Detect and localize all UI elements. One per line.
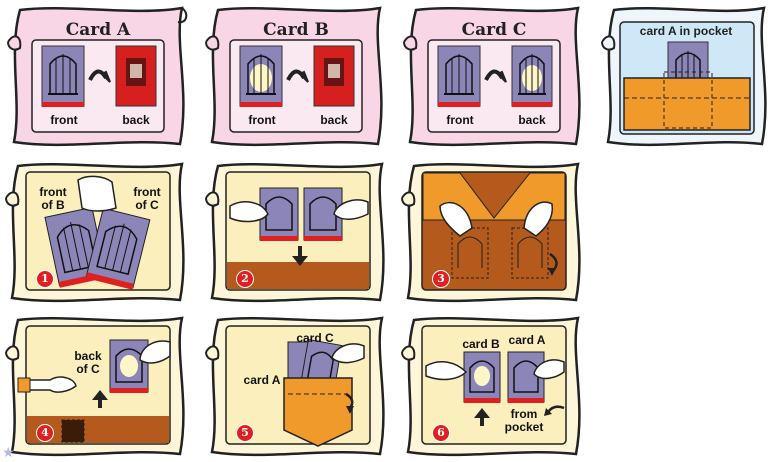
step-number-badge: 5 <box>236 424 254 442</box>
front-label: front <box>244 114 280 127</box>
card-back-blurred <box>204 2 388 150</box>
back-label: back <box>316 114 352 127</box>
arrow-up-icon <box>4 312 190 460</box>
step-number-badge: 4 <box>36 424 54 442</box>
back-label: back <box>514 114 550 127</box>
from-pocket-label: from pocket <box>504 408 544 434</box>
hands-with-cards-in-pocket <box>400 158 586 306</box>
card-a-label: card A <box>504 334 550 347</box>
step-number-badge: 3 <box>432 270 450 288</box>
overlapping-cards-with-hand <box>4 158 190 306</box>
card-a-label: card A <box>242 374 282 387</box>
card-a-panel: Card A front back <box>6 2 190 150</box>
card-c-label: card C <box>290 332 340 345</box>
card-b-panel: Card B front back <box>204 2 388 150</box>
step-6-panel: card B card A from pocket 6 <box>400 312 586 460</box>
card-c-panel: Card C front back <box>402 2 586 150</box>
step-number-badge: 2 <box>236 270 254 288</box>
step-number-badge: 1 <box>36 270 54 288</box>
step-1-panel: front of B front of C 1 <box>4 158 190 306</box>
front-of-c-label: front of C <box>128 186 166 212</box>
card-b-label: card B <box>458 338 504 351</box>
arrow-down-icon <box>204 158 390 306</box>
front-label: front <box>46 114 82 127</box>
step-3-panel: 3 <box>400 158 586 306</box>
back-of-c-label: back of C <box>70 350 106 376</box>
step-5-panel: card C card A 5 <box>204 312 390 460</box>
back-label: back <box>118 114 154 127</box>
card-back-bird-in-cage <box>402 2 586 150</box>
star-icon: ★ <box>2 444 15 461</box>
card-back-blurred <box>6 2 190 150</box>
arrow-up-icon <box>400 312 586 460</box>
front-of-b-label: front of B <box>34 186 72 212</box>
step-2-panel: 2 <box>204 158 390 306</box>
pocket-panel: card A in pocket <box>600 2 772 150</box>
card-in-pocket <box>600 2 772 150</box>
front-label: front <box>442 114 478 127</box>
step-4-panel: back of C 4 <box>4 312 190 460</box>
step-number-badge: 6 <box>432 424 450 442</box>
